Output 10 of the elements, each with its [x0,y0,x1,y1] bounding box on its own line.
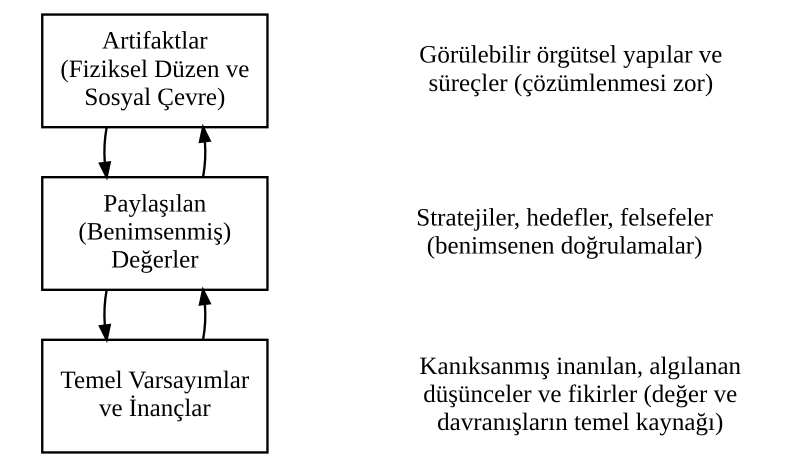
label: Kanıksanmış inanılan, algılanan düşünceler ve fikirler (değer ve davranışların temel kaynağı) [419,352,742,436]
label: Görülebilir örgütsel yapılar ve süreçler (çözümlenmesi zor) [419,42,722,97]
label: Stratejiler, hedefler, felsefeler (benimsenen doğrulamalar) [416,204,713,260]
arrow [198,124,212,178]
node-box: Paylaşılan (Benimsenmiş) Değerler [41,176,269,291]
arrow [98,290,112,344]
node-box: Temel Varsayımlar ve İnançlar [41,338,269,454]
arrow [98,127,112,180]
node-box: Artifaktlar (Fiziksel Düzen ve Sosyal Çevre) [41,13,269,128]
arrow [198,286,212,340]
